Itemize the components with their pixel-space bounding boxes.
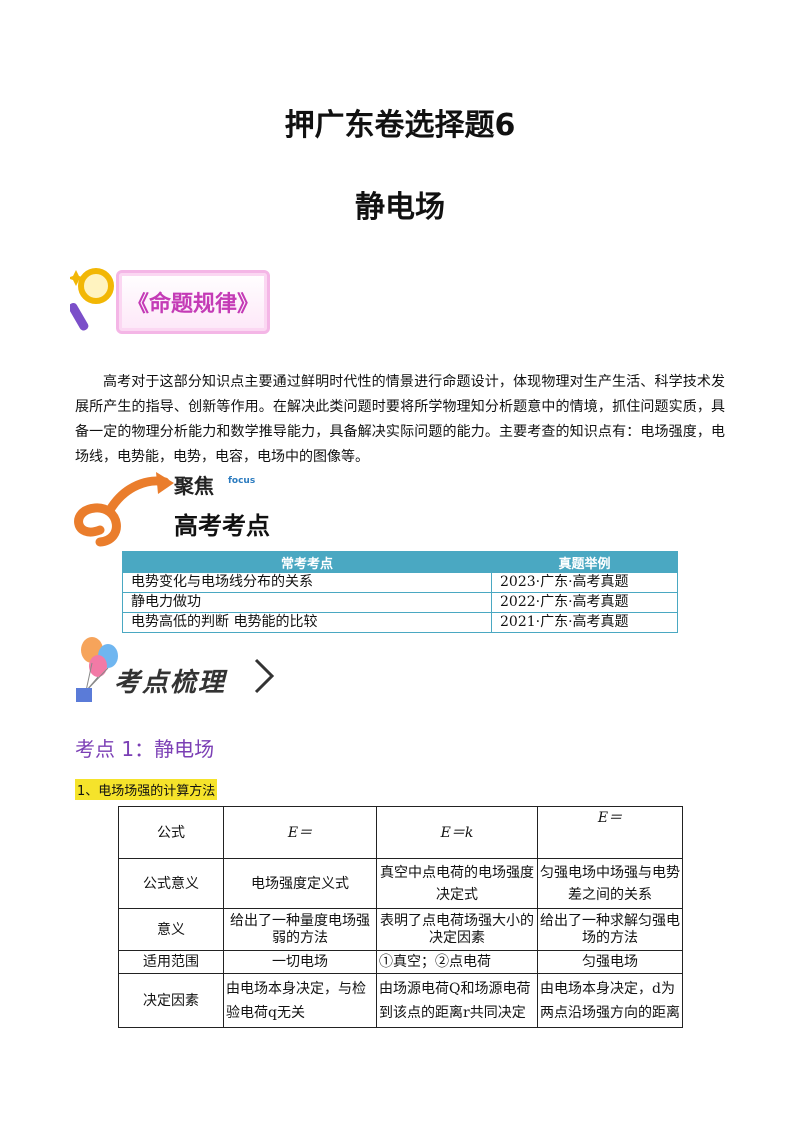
table-cell: 电势高低的判断 电势能的比较 xyxy=(122,612,492,633)
table-cell: E＝ xyxy=(223,806,377,859)
table-cell: 公式 xyxy=(118,806,224,859)
table-cell: 匀强电场 xyxy=(537,950,683,974)
table-row: 公式 E＝ E＝k E＝ xyxy=(118,806,683,859)
table-cell: 电场强度定义式 xyxy=(223,858,377,909)
sub-title: 1、电场场强的计算方法 xyxy=(75,779,218,800)
table-row: 静电力做功 2022·广东·高考真题 xyxy=(122,592,678,613)
table-cell: 匀强电场中场强与电势差之间的关系 xyxy=(537,858,683,909)
banner-focus-line1: 聚焦 xyxy=(174,474,214,498)
magnifier-icon xyxy=(70,268,114,331)
table-cell: 真空中点电荷的电场强度决定式 xyxy=(376,858,538,909)
swirl-arrow-icon xyxy=(74,472,174,547)
table-header-row: 常考考点 真题举例 xyxy=(122,551,678,573)
table-cell: 2023·广东·高考真题 xyxy=(491,572,678,593)
table-cell: 表明了点电荷场强大小的决定因素 xyxy=(376,908,538,951)
banner-focus-line2: 高考考点 xyxy=(174,512,270,540)
page-subtitle: 静电场 xyxy=(355,190,445,225)
banner-focus: 聚焦 focus 高考考点 xyxy=(70,470,290,550)
table-cell: 电势变化与电场线分布的关系 xyxy=(122,572,492,593)
table-cell: ①真空；②点电荷 xyxy=(376,950,538,974)
intro-paragraph: 高考对于这部分知识点主要通过鲜明时代性的情景进行命题设计，体现物理对生产生活、科… xyxy=(75,374,725,465)
table-cell: 决定因素 xyxy=(118,973,224,1028)
table-cell: 给出了一种求解匀强电场的方法 xyxy=(537,908,683,951)
table-row: 适用范围 一切电场 ①真空；②点电荷 匀强电场 xyxy=(118,950,683,974)
balloons-icon xyxy=(76,637,118,702)
table-cell: 由电场本身决定，d为两点沿场强方向的距离 xyxy=(537,973,683,1028)
table-cell: 给出了一种量度电场强弱的方法 xyxy=(223,908,377,951)
table-row: 电势变化与电场线分布的关系 2023·广东·高考真题 xyxy=(122,572,678,593)
table-cell: E＝k xyxy=(376,806,538,859)
table-row: 决定因素 由电场本身决定，与检验电荷q无关 由场源电荷Q和场源电荷到该点的距离r… xyxy=(118,973,683,1028)
table-cell: 适用范围 xyxy=(118,950,224,974)
table-cell: 公式意义 xyxy=(118,858,224,909)
table-cell: 静电力做功 xyxy=(122,592,492,613)
banner-review-label: 考点梳理 xyxy=(114,668,227,698)
section-title: 考点 1：静电场 xyxy=(75,737,215,761)
table-row: 电势高低的判断 电势能的比较 2021·广东·高考真题 xyxy=(122,612,678,633)
table-cell: E＝ xyxy=(537,806,683,859)
banner-rules-label: 《命题规律》 xyxy=(116,270,270,334)
field-strength-table: 公式 E＝ E＝k E＝ 公式意义 电场强度定义式 真空中点电荷的电场强度决定式… xyxy=(118,806,683,1028)
table-row: 意义 给出了一种量度电场强弱的方法 表明了点电荷场强大小的决定因素 给出了一种求… xyxy=(118,908,683,951)
table-header: 常考考点 xyxy=(122,551,492,573)
page-title: 押广东卷选择题6 xyxy=(284,108,516,143)
table-row: 公式意义 电场强度定义式 真空中点电荷的电场强度决定式 匀强电场中场强与电势差之… xyxy=(118,858,683,909)
table-header: 真题举例 xyxy=(491,551,678,573)
table-cell: 由电场本身决定，与检验电荷q无关 xyxy=(223,973,377,1028)
table-cell: 2021·广东·高考真题 xyxy=(491,612,678,633)
chevron-right-icon xyxy=(254,658,275,694)
exam-points-table: 常考考点 真题举例 电势变化与电场线分布的关系 2023·广东·高考真题 静电力… xyxy=(122,551,678,633)
table-cell: 由场源电荷Q和场源电荷到该点的距离r共同决定 xyxy=(376,973,538,1028)
banner-focus-tag: focus xyxy=(228,476,256,486)
banner-rules: 《命题规律》 xyxy=(70,262,270,338)
table-cell: 意义 xyxy=(118,908,224,951)
banner-review: 考点梳理 xyxy=(72,636,282,712)
table-cell: 2022·广东·高考真题 xyxy=(491,592,678,613)
table-cell: 一切电场 xyxy=(223,950,377,974)
